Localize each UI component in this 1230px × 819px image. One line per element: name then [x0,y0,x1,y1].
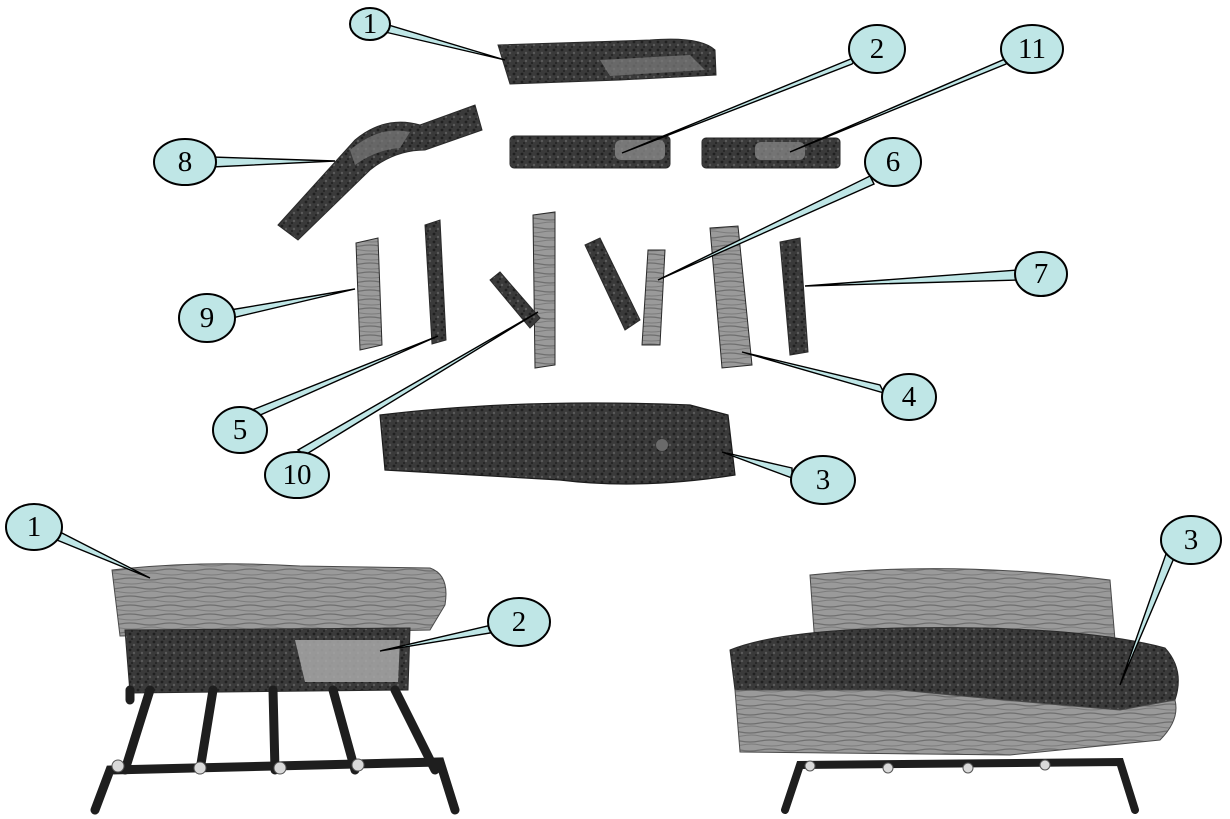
callout-label: 10 [283,459,312,491]
callout-6-parts: 6 [864,137,922,187]
callout-label: 8 [178,146,193,178]
callout-label: 4 [902,381,917,413]
callout-label: 3 [1184,524,1199,556]
side-log-1 [809,568,1116,646]
log-3 [379,402,736,485]
callout-2-parts: 2 [848,24,906,74]
callout-label: 1 [27,511,42,543]
callout-label: 11 [1018,33,1046,65]
side-log-3-wood [734,689,1177,756]
callout-label: 2 [870,33,885,65]
log-10 [532,211,556,369]
log-9 [355,237,383,351]
log-6 [584,237,641,331]
callout-4-parts: 4 [881,373,937,421]
callout-1-assembled: 1 [5,503,63,551]
assembled-grate-view [90,563,460,815]
callout-1-parts: 1 [349,7,391,41]
callout-label: 9 [200,302,215,334]
assembled-log-1 [111,563,447,637]
callout-label: 5 [233,414,248,446]
callout-7-parts: 7 [1014,251,1068,297]
callout-5-parts: 5 [212,406,268,454]
callout-label: 3 [816,464,831,496]
log-7 [779,237,809,356]
callout-label: 2 [512,606,527,638]
callout-10-parts: 10 [264,451,330,499]
callout-label: 6 [886,146,901,178]
callout-8-parts: 8 [153,138,217,186]
callout-3-side: 3 [1160,515,1222,565]
side-grate [781,757,1139,814]
log-5 [424,219,447,345]
callout-2-assembled: 2 [487,597,551,647]
callout-3-parts: 3 [790,455,856,505]
callout-leaders [51,23,1175,686]
callout-label: 1 [363,8,378,40]
callout-9-parts: 9 [178,293,236,343]
log-4 [709,225,753,369]
grate [90,685,460,815]
callout-label: 7 [1034,258,1049,290]
callout-11-parts: 11 [1000,24,1064,74]
assembled-side-view [729,568,1179,814]
log-8 [277,104,483,241]
